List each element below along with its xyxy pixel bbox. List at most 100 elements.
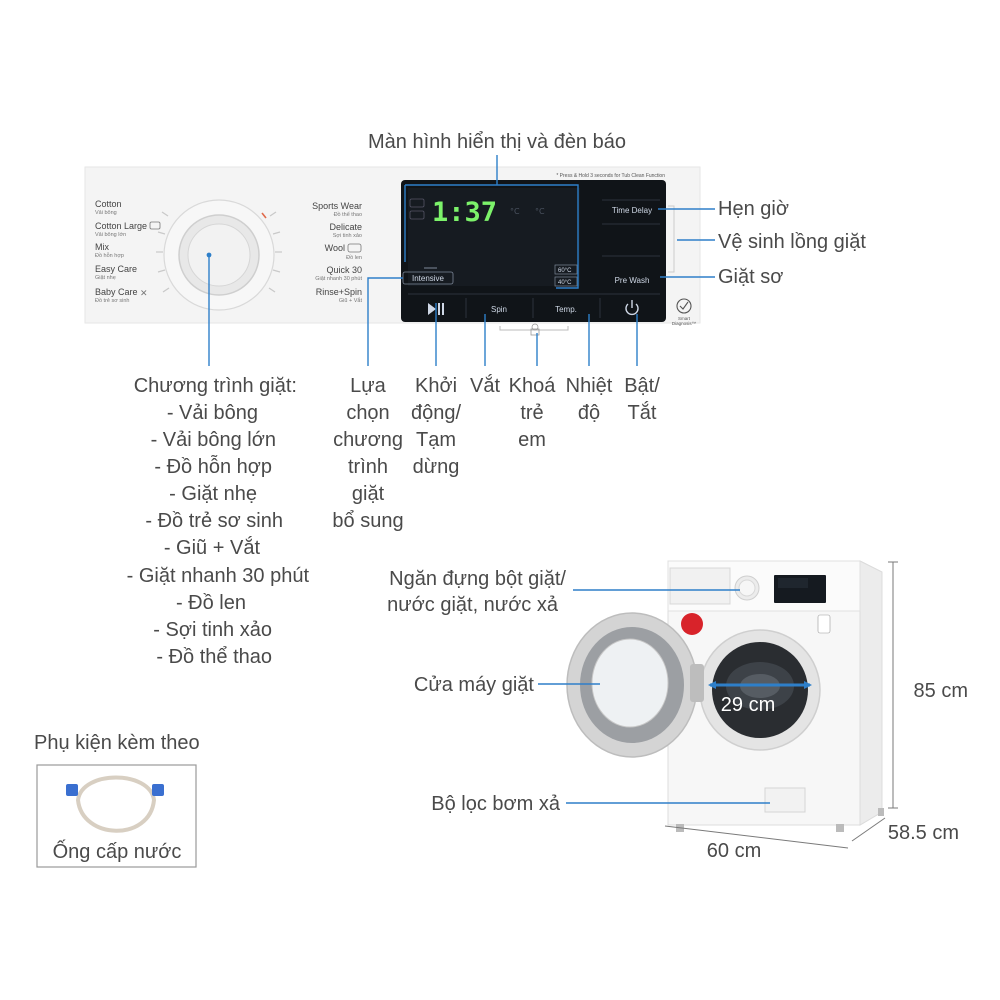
baby-care-icon: ✕: [140, 289, 148, 299]
display-unit: °C: [510, 207, 520, 216]
label-line: động/: [411, 402, 461, 424]
tub-clean-note: * Press & Hold 3 seconds for Tub Clean F…: [556, 173, 665, 179]
drum-diameter-label: 29 cm: [721, 694, 775, 716]
child-lock-icon: [530, 323, 540, 336]
tub-clean-callout-label: Vệ sinh lồng giặt: [718, 231, 866, 253]
program-label: Rinse+Spin: [316, 287, 362, 297]
program-sublabel: Đồ hỗn hợp: [95, 252, 124, 259]
water-hose-icon: [66, 775, 164, 833]
filter-label: Bộ lọc bơm xả: [431, 793, 561, 815]
cotton-large-icon: [149, 221, 161, 230]
machine-callout-lines: [538, 589, 812, 804]
label-line: Ngăn đựng bột giặt/: [389, 568, 566, 590]
program-list-item: - Đồ thể thao: [156, 646, 272, 668]
program-sublabel: Đồ len: [346, 255, 362, 261]
label-line: Khoá: [509, 375, 557, 397]
smart-diagnosis-label: Smart: [678, 316, 691, 321]
accessory-caption: Ống cấp nước: [53, 839, 182, 863]
detergent-label: Ngăn đựng bột giặt/ nước giặt, nước xả: [387, 568, 566, 616]
program-sublabel: Vải bông: [95, 210, 117, 216]
program-list-item: - Đồ len: [176, 592, 246, 614]
depth-label: 58.5 cm: [888, 822, 959, 844]
program-list-item: - Đồ hỗn hợp: [154, 455, 272, 478]
dimension-lines: [664, 561, 898, 849]
program-list-item: - Giặt nhanh 30 phút: [127, 565, 310, 587]
right-program-labels: Sports Wear Đồ thể thao Delicate Sợi tin…: [312, 201, 362, 304]
mini-dial-knob: [738, 579, 756, 597]
display-digits: 1:37: [432, 197, 497, 228]
time-delay-button[interactable]: Time Delay: [612, 206, 652, 215]
wool-icon: [347, 243, 362, 253]
label-line: chương: [333, 429, 403, 451]
door-label: Cửa máy giặt: [414, 674, 535, 696]
door-hinge: [690, 664, 704, 702]
intensive-label: Intensive: [412, 274, 445, 283]
program-label: Baby Care: [95, 287, 138, 297]
display-icon: [409, 210, 425, 220]
child-lock-label: Khoá trẻ em: [509, 375, 557, 451]
timer-callout-label: Hẹn giờ: [718, 198, 789, 220]
temp-40-label: 40°C: [558, 280, 572, 286]
machine-foot: [878, 808, 884, 816]
program-list-item: - Vải bông: [167, 402, 258, 424]
temp-button[interactable]: Temp.: [555, 305, 577, 314]
program-list: Chương trình giặt: - Vải bông - Vải bông…: [127, 375, 310, 668]
machine-side: [859, 560, 883, 826]
dial-knob-face: [187, 223, 251, 287]
label-line: chọn: [346, 402, 389, 424]
label-line: Khởi: [415, 375, 457, 397]
dial-start-marker: [261, 212, 267, 219]
program-list-item: - Đồ trẻ sơ sinh: [145, 510, 283, 532]
program-sublabel: Giặt nhanh 30 phút: [315, 276, 362, 282]
program-sublabel: Sợi tinh xảo: [333, 233, 362, 239]
program-sublabel: Đồ trẻ sơ sinh: [95, 298, 129, 304]
label-line: Lựa: [350, 375, 387, 397]
program-label: Cotton: [95, 199, 122, 209]
drum-arrow-left: [708, 681, 716, 689]
width-dimension-line: [664, 825, 849, 849]
temperature-label: Nhiệt độ: [566, 375, 613, 424]
label-line: dừng: [413, 456, 460, 478]
smart-diagnosis-icon: [676, 298, 692, 314]
program-label: Sports Wear: [312, 201, 362, 211]
program-sublabel: Đồ thể thao: [334, 211, 362, 218]
display-callout-frame: [405, 184, 579, 289]
label-line: bổ sung: [332, 510, 403, 532]
label-line: trẻ: [520, 402, 543, 424]
accessory-title: Phụ kiện kèm theo: [34, 732, 200, 754]
program-list-item: - Vải bông lớn: [151, 429, 276, 451]
pre-wash-button[interactable]: Pre Wash: [615, 276, 650, 285]
label-line: giặt: [352, 483, 385, 505]
program-list-item: - Sợi tinh xảo: [153, 619, 272, 641]
start-pause-icon[interactable]: [428, 303, 444, 315]
power-icon[interactable]: [625, 300, 639, 316]
temp-indicator-40: [554, 276, 578, 287]
height-label: 85 cm: [914, 680, 968, 702]
program-label: Cotton Large: [95, 221, 147, 231]
dial-ticks: [156, 211, 282, 293]
program-sublabel: Giũ + Vắt: [339, 297, 363, 304]
label-line: Bật/: [624, 375, 660, 397]
detergent-drawer: [669, 567, 731, 605]
left-program-labels: Cotton Vải bông Cotton Large Vải bông lớ…: [95, 199, 161, 304]
display-icon: [409, 198, 425, 208]
label-line: Nhiệt: [566, 375, 613, 397]
label-line: Tắt: [628, 401, 657, 424]
program-dial[interactable]: [156, 199, 282, 311]
control-panel: Cotton Vải bông Cotton Large Vải bông lớ…: [84, 166, 701, 336]
washing-machine: [566, 560, 884, 832]
lg-logo-icon: [817, 614, 831, 634]
program-list-item: - Giặt nhẹ: [169, 483, 257, 505]
tub-clean-bracket: [668, 205, 675, 273]
display-screen: [408, 188, 580, 286]
program-label: Quick 30: [326, 265, 362, 275]
panel-callout-lines: [206, 155, 715, 366]
label-line: Tạm: [416, 429, 456, 451]
drum-arrow-right: [804, 681, 812, 689]
spin-button[interactable]: Spin: [491, 305, 507, 314]
width-label: 60 cm: [707, 840, 761, 862]
program-list-item: - Giũ + Vắt: [164, 536, 261, 559]
option-select-label: Lựa chọn chương trình giặt bổ sung: [332, 375, 403, 532]
display-unit: °C: [535, 207, 545, 216]
